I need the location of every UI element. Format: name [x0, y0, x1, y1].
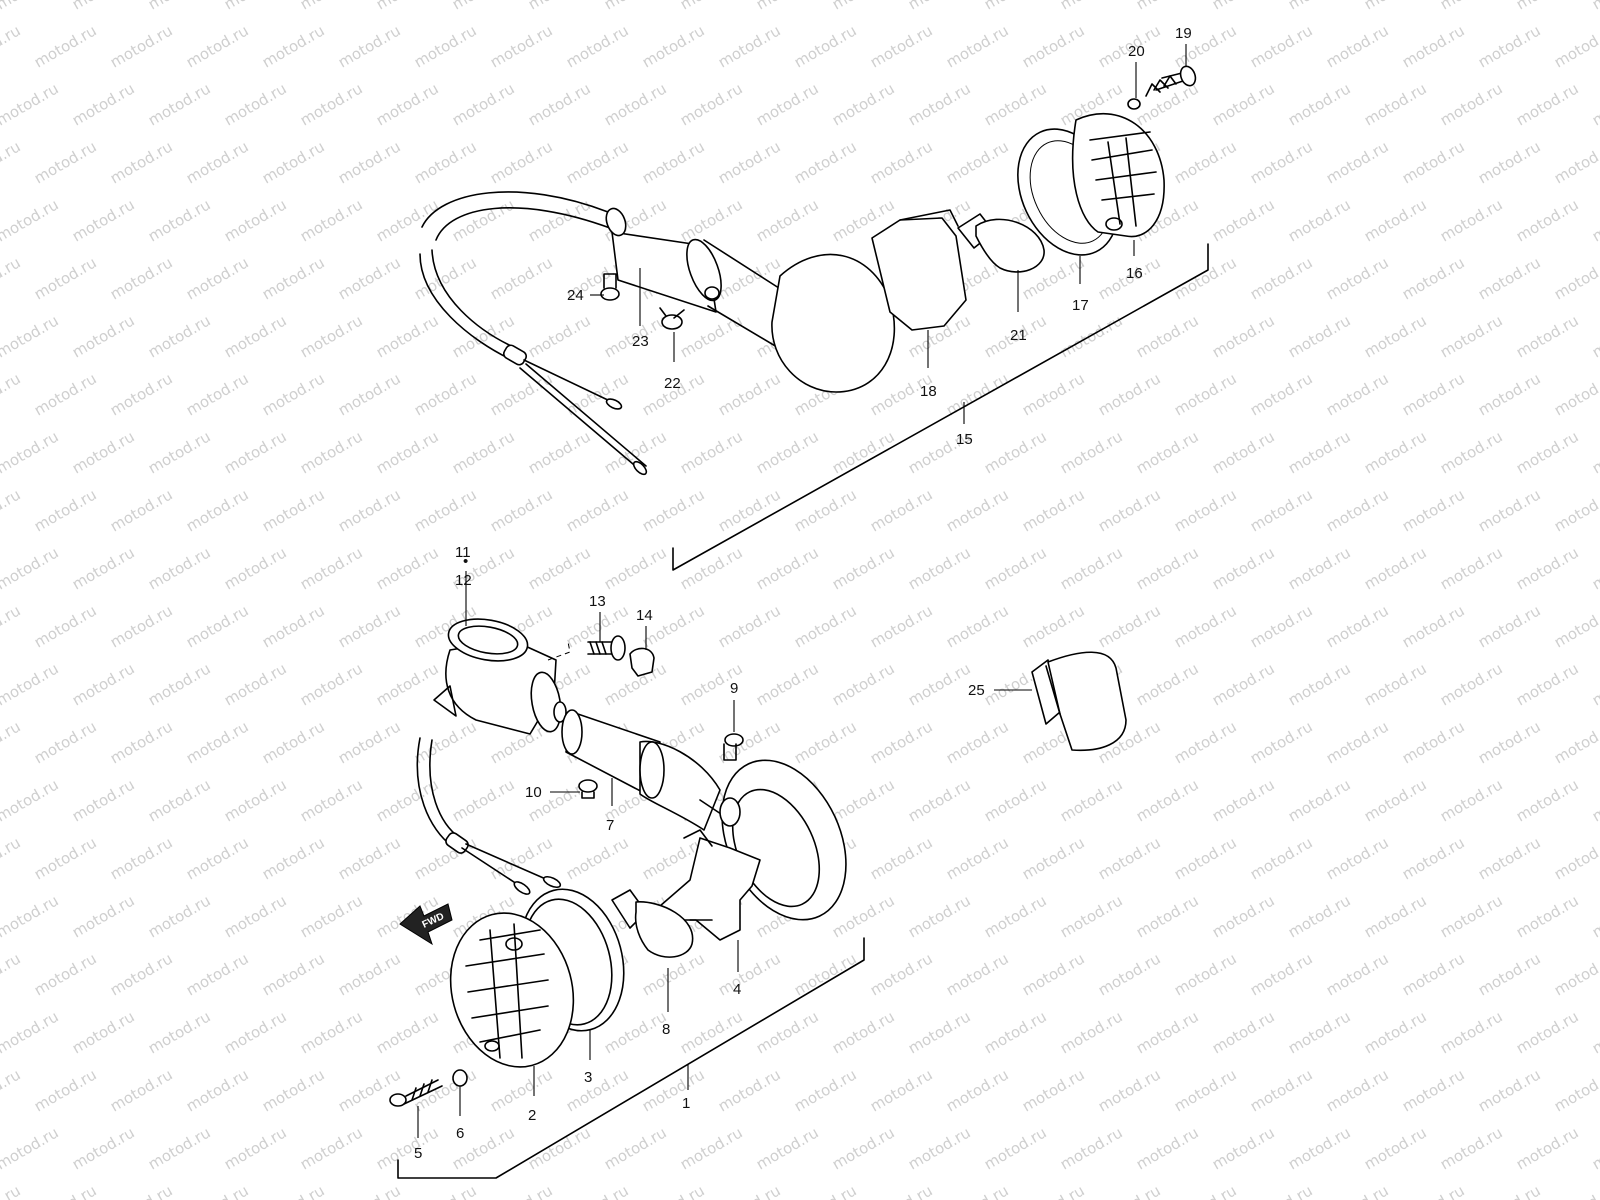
lower-mounting-clamp	[433, 618, 562, 735]
callout-9: 9	[730, 680, 738, 697]
callout-11: 11	[455, 544, 471, 561]
callout-22: 22	[664, 375, 681, 392]
callout-24: 24	[567, 287, 584, 304]
lower-clamp-bolt	[587, 635, 655, 677]
upper-reflector-clip	[871, 209, 967, 331]
upper-lens	[1071, 112, 1165, 238]
callout-14: 14	[636, 607, 653, 624]
callout-25: 25	[968, 682, 985, 699]
assembly-guide-dashed	[547, 641, 571, 661]
upper-stem-tube	[605, 207, 783, 351]
callout-6: 6	[456, 1125, 464, 1142]
callout-13: 13	[589, 593, 606, 610]
callout-2: 2	[528, 1107, 536, 1124]
svg-text:•: •	[463, 553, 468, 570]
callout-15: 15	[956, 431, 973, 448]
upper-small-screws	[600, 273, 685, 330]
callout-23: 23	[632, 333, 649, 350]
callout-18: 18	[920, 383, 937, 400]
callout-4: 4	[733, 981, 741, 998]
callout-7: 7	[606, 817, 614, 834]
upper-lens-screw	[1127, 65, 1197, 110]
upper-lamp-housing	[771, 253, 896, 393]
callout-17: 17	[1072, 297, 1089, 314]
upper-wire-harness	[419, 191, 648, 476]
lower-lens	[449, 888, 625, 1068]
lower-reflector	[659, 829, 761, 941]
callout-3: 3	[584, 1069, 592, 1086]
lower-wire-harness	[416, 737, 562, 895]
lower-bulb	[611, 889, 713, 958]
callout-20: 20	[1128, 43, 1145, 60]
callout-16: 16	[1126, 265, 1143, 282]
callout-5: 5	[414, 1145, 422, 1162]
assembly-bracket-1	[397, 937, 865, 1179]
assembly-bracket-15	[672, 243, 1209, 571]
upper-bulb	[957, 213, 1045, 273]
callout-21: 21	[1010, 327, 1027, 344]
callout-1: 1	[682, 1095, 690, 1112]
fwd-direction-badge: FWD	[399, 903, 453, 946]
flasher-relay-25: 25	[968, 651, 1127, 752]
callout-8: 8	[662, 1021, 670, 1038]
upper-turn-signal-assembly: 19 20 16 17 21 18 15 23 24 22	[419, 25, 1209, 571]
callout-10: 10	[525, 784, 542, 801]
lower-small-screws	[578, 733, 744, 799]
lower-stem-tube	[553, 701, 731, 831]
callout-19: 19	[1175, 25, 1192, 42]
lower-turn-signal-assembly: FWD 11 • 12 13 14 9 10 7 4 8	[389, 544, 865, 1179]
callout-12: 12	[455, 572, 472, 589]
lower-lens-screw	[389, 1069, 468, 1107]
